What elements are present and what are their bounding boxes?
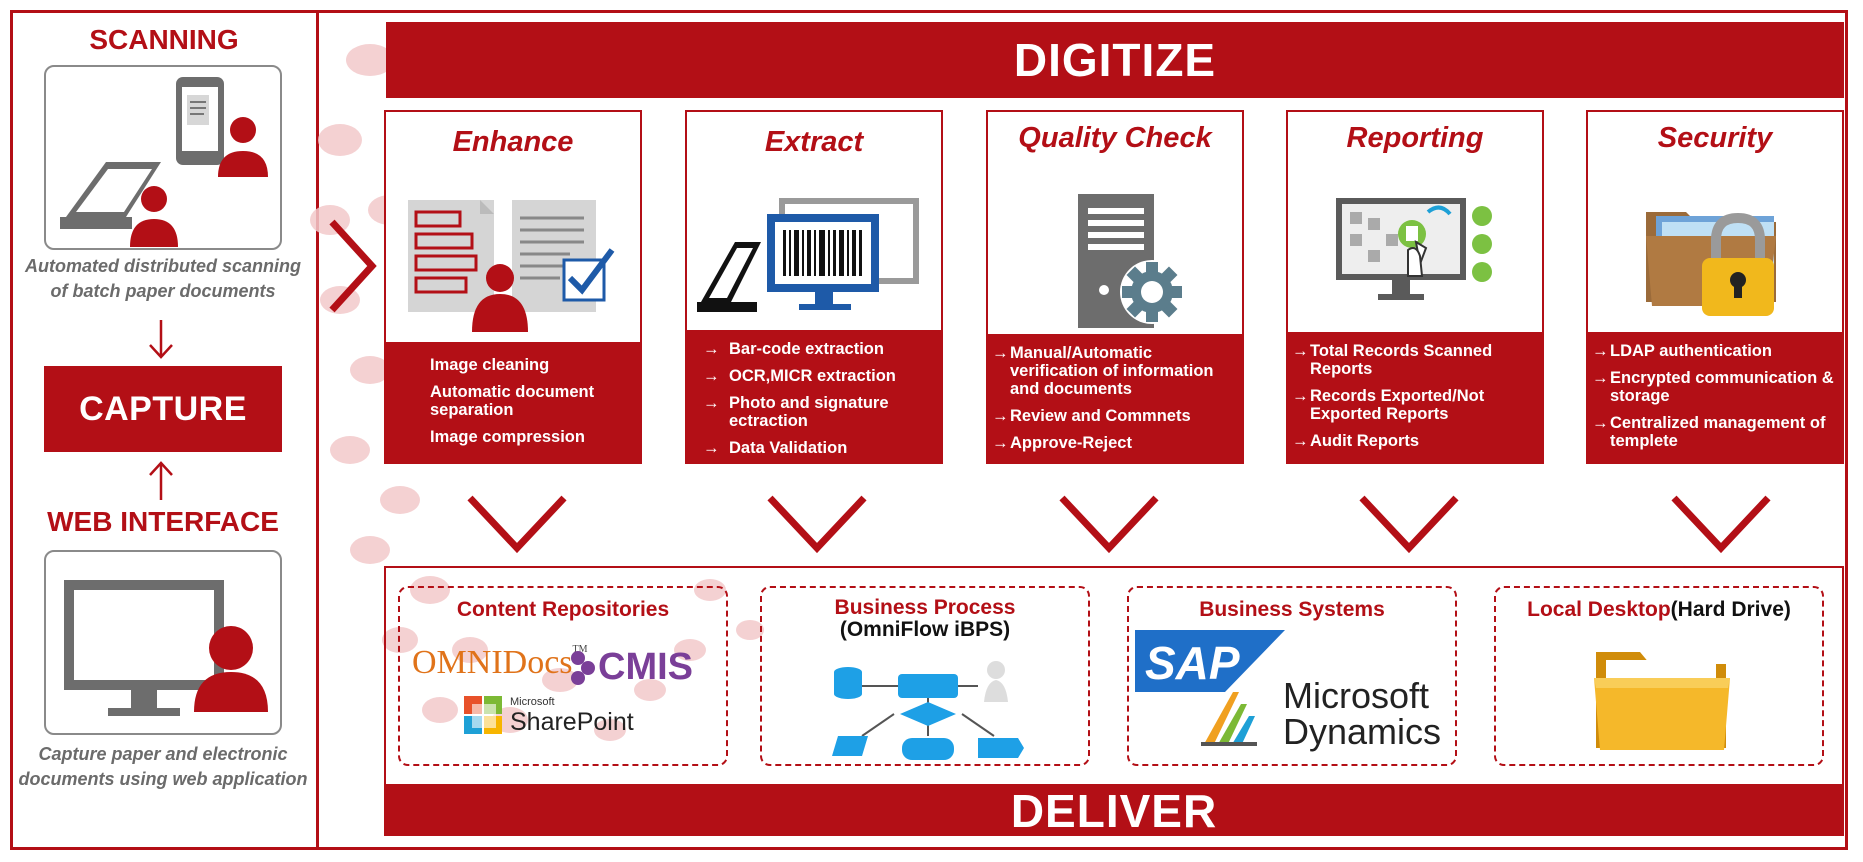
barcode-scanner-icon: [697, 198, 919, 312]
chevron-down-icon: [1059, 495, 1159, 554]
monitor-user-icon: [64, 580, 268, 716]
list-item: →Photo and signature ectraction: [703, 394, 889, 430]
list-item: →LDAP authentication: [1592, 342, 1772, 360]
scanning-caption: Automated distributed scanning of batch …: [10, 254, 316, 304]
up-arrow-icon: [149, 461, 173, 500]
folder-lock-icon: [1646, 212, 1776, 316]
web-caption-line2: documents using web application: [18, 769, 308, 789]
dest-local-desktop: Local Desktop(Hard Drive): [1494, 586, 1824, 766]
list-item: Image compression: [430, 428, 585, 446]
left-column-divider: [316, 10, 319, 850]
document-enhance-icon: [408, 200, 615, 332]
scanning-caption-line2: of batch paper documents: [50, 281, 276, 301]
digitize-header: DIGITIZE: [386, 22, 1844, 98]
server-gear-icon: [1078, 194, 1184, 328]
down-arrow-icon: [149, 320, 173, 359]
list-item: →Encrypted communication & storage: [1592, 369, 1834, 405]
cmis-icon: [571, 650, 595, 685]
sap-logo: SAP: [1135, 630, 1285, 692]
card-security: Security →LDAP authentication →Encrypted…: [1586, 110, 1844, 464]
list-item: →Records Exported/Not Exported Reports: [1292, 387, 1485, 423]
dest-business-process: Business Process (OmniFlow iBPS): [760, 586, 1090, 766]
card-reporting-body: →Total Records Scanned Reports →Records …: [1288, 332, 1542, 462]
ms-dynamics-label: Microsoft Dynamics: [1283, 675, 1442, 752]
chevron-down-icon: [1359, 495, 1459, 554]
card-security-body: →LDAP authentication →Encrypted communic…: [1588, 332, 1842, 462]
list-item: →Audit Reports: [1292, 432, 1420, 450]
dest-desktop-title: Local Desktop(Hard Drive): [1527, 598, 1791, 621]
card-reporting: Reporting →Total Records Scanned Reports…: [1286, 110, 1544, 464]
card-extract-title: Extract: [764, 126, 864, 158]
chevron-down-icon: [1671, 495, 1771, 554]
folder-icon: [1594, 652, 1730, 750]
web-caption-line1: Capture paper and electronic: [38, 744, 288, 764]
dest-content-title: Content Repositories: [456, 598, 670, 621]
omnidocs-logo: OMNIDocsTM: [412, 644, 588, 681]
dest-content-repositories: Content Repositories OMNIDocsTM CMIS Mic…: [398, 586, 728, 766]
card-extract-body: →Bar-code extraction →OCR,MICR extractio…: [687, 330, 941, 462]
list-item: →OCR,MICR extraction: [703, 367, 896, 385]
cmis-logo: CMIS: [568, 646, 693, 689]
card-extract: Extract →Bar-code extraction →OCR,MICR e…: [685, 110, 943, 464]
web-caption: Capture paper and electronic documents u…: [10, 742, 316, 792]
chevron-down-icon: [467, 495, 567, 554]
deliver-footer: DELIVER: [384, 785, 1844, 837]
dest-process-title: Business Process: [834, 596, 1016, 619]
list-item: →Manual/Automatic verification of inform…: [992, 344, 1214, 398]
deliver-panel: [384, 566, 1844, 786]
card-enhance: Enhance Image cleaning Automatic documen…: [384, 110, 642, 464]
scanning-illustration: [44, 65, 282, 250]
list-item: →Review and Commnets: [992, 407, 1191, 425]
list-item: →Centralized management of templete: [1592, 414, 1826, 450]
card-security-title: Security: [1657, 122, 1773, 154]
scanning-caption-line1: Automated distributed scanning: [24, 256, 301, 276]
chevron-down-icon: [767, 495, 867, 554]
list-item: →Data Validation: [703, 439, 848, 457]
sharepoint-logo: Microsoft SharePoint: [462, 694, 634, 738]
ms-dynamics-icon: [1201, 692, 1257, 746]
chevron-right-icon: [329, 219, 377, 313]
list-item: Automatic document separation: [430, 383, 595, 419]
scanner-phone-icon: [60, 77, 268, 247]
card-quality-check-title: Quality Check: [1018, 122, 1212, 154]
list-item: Image cleaning: [430, 356, 550, 374]
list-item: →Bar-code extraction: [703, 340, 884, 358]
card-enhance-body: Image cleaning Automatic document separa…: [386, 342, 640, 462]
list-item: →Total Records Scanned Reports: [1292, 342, 1493, 378]
card-quality-check: Quality Check →Manual/Automatic verifica…: [986, 110, 1244, 464]
scanning-title: SCANNING: [89, 24, 239, 55]
web-interface-title: WEB INTERFACE: [47, 506, 279, 537]
outer-frame: [10, 10, 1848, 850]
web-interface-illustration: [44, 550, 282, 735]
report-monitor-icon: [1336, 198, 1492, 300]
card-quality-check-body: →Manual/Automatic verification of inform…: [988, 334, 1242, 462]
dest-business-systems: Business Systems SAP Microsoft Dynamics: [1127, 586, 1457, 766]
card-reporting-title: Reporting: [1346, 122, 1484, 154]
list-item: →Approve-Reject: [992, 434, 1132, 452]
sharepoint-icon: [464, 696, 502, 734]
card-enhance-title: Enhance: [452, 126, 574, 158]
dest-systems-title: Business Systems: [1199, 598, 1385, 621]
workflow-icon: [832, 661, 1024, 760]
capture-block: CAPTURE: [44, 366, 282, 452]
dest-process-subtitle: (OmniFlow iBPS): [839, 618, 1011, 641]
